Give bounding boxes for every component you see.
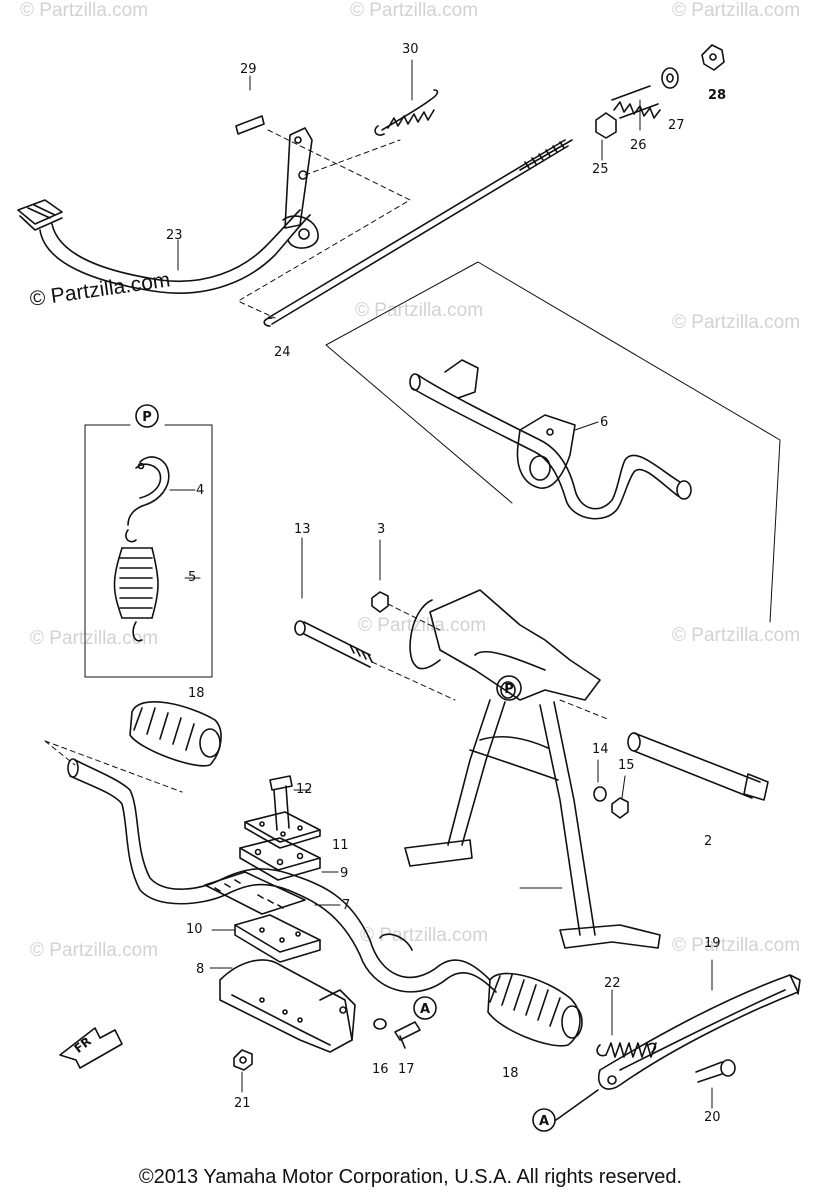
tension-spring [113, 529, 159, 642]
callout-10: 10 [186, 922, 203, 937]
nut-3 [371, 591, 389, 613]
callout-8: 8 [196, 962, 205, 977]
leader-lines [169, 59, 713, 1109]
stand-assembly-box [325, 261, 781, 623]
p-marker-text: P [504, 682, 514, 697]
hook [127, 456, 170, 526]
callout-3: 3 [377, 522, 386, 537]
stand-assembly [409, 359, 692, 520]
callout-4: 4 [196, 483, 205, 498]
callout-18: 18 [188, 686, 205, 701]
footrest-bracket [219, 959, 356, 1053]
dashed-line [44, 740, 183, 793]
watermark: © Partzilla.com [350, 0, 479, 21]
a-marker-circle [532, 1108, 556, 1132]
callout-23: 23 [166, 228, 183, 243]
callout-14: 14 [592, 742, 609, 757]
p-marker-circle [496, 675, 522, 701]
adjuster-nut [595, 112, 617, 139]
callout-6: 6 [600, 415, 609, 430]
nut [233, 1049, 253, 1071]
assembly-line [239, 129, 411, 319]
rod-spring [611, 85, 661, 119]
side-stand-bolt [695, 1059, 736, 1083]
bracket-plate [204, 871, 306, 915]
collar [661, 67, 679, 89]
cap-nut [701, 44, 725, 71]
watermark: © Partzilla.com [672, 0, 801, 21]
front-arrow-icon [59, 1027, 123, 1069]
watermark: © Partzilla.com [360, 925, 489, 946]
rubber-pad [239, 837, 321, 881]
watermark: © Partzilla.com [30, 940, 159, 961]
watermark: © Partzilla.com [672, 935, 801, 956]
callout-30: 30 [402, 42, 419, 57]
footrest-rubber [129, 700, 222, 767]
spring-set-box [84, 424, 213, 678]
callout-17: 17 [398, 1062, 415, 1077]
callout-18: 18 [502, 1066, 519, 1081]
callout-24: 24 [274, 345, 291, 360]
dashed-line [371, 603, 611, 721]
callout-16: 16 [372, 1062, 389, 1077]
pivot-bolt [294, 620, 373, 668]
watermark: © Partzilla.com [358, 615, 487, 636]
brake-rod [263, 139, 573, 327]
plate [244, 811, 321, 849]
callout-20: 20 [704, 1110, 721, 1125]
footrest-bar [67, 758, 497, 993]
bolt [269, 775, 293, 831]
callout-2: 2 [704, 834, 713, 849]
callout-5: 5 [188, 570, 197, 585]
callout-7: 7 [342, 898, 351, 913]
rubber-block [234, 914, 321, 963]
watermark: © Partzilla.com [672, 625, 801, 646]
brake-pedal [17, 127, 319, 294]
callout-21: 21 [234, 1096, 251, 1111]
copyright-footer: ©2013 Yamaha Motor Corporation, U.S.A. A… [138, 1166, 683, 1188]
callout-19: 19 [704, 936, 721, 951]
callout-26: 26 [630, 138, 647, 153]
p-marker-text: P [142, 410, 152, 425]
callout-22: 22 [604, 976, 621, 991]
callout-27: 27 [668, 118, 685, 133]
a-marker-text: A [420, 1002, 430, 1017]
callout-29: 29 [240, 62, 257, 77]
stand-shaft [627, 732, 769, 801]
callout-9: 9 [340, 866, 349, 881]
side-stand-spring [596, 1042, 657, 1058]
a-marker-text: A [539, 1114, 549, 1129]
footrest-rubber [487, 972, 583, 1047]
spring [374, 89, 439, 136]
watermark: © Partzilla.com [672, 312, 801, 333]
p-marker-circle [135, 404, 159, 428]
callout-13: 13 [294, 522, 311, 537]
watermark: © Partzilla.com [20, 0, 149, 21]
callout-12: 12 [296, 782, 313, 797]
callout-25: 25 [592, 162, 609, 177]
washer [593, 786, 607, 802]
callout-15: 15 [618, 758, 635, 773]
leader-line [555, 1089, 599, 1121]
side-stand [598, 974, 801, 1090]
nut-15 [611, 797, 629, 819]
watermark: © Partzilla.com [30, 628, 159, 649]
callout-28: 28 [708, 88, 727, 103]
clip [235, 115, 265, 135]
main-stand [404, 589, 661, 949]
a-marker-circle [413, 996, 437, 1020]
bolt-17 [373, 1018, 421, 1049]
watermark: © Partzilla.com [355, 300, 484, 321]
callout-11: 11 [332, 838, 349, 853]
